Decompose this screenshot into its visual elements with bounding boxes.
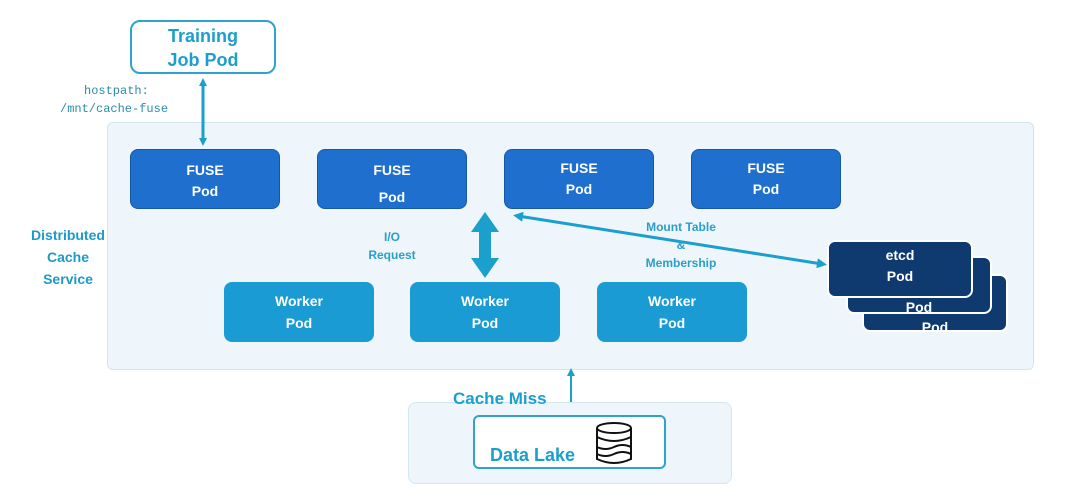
training-label-line-2: Job Pod [167,50,239,70]
fuse-pod-title: FUSE [373,162,411,178]
worker-pod-subtitle: Pod [471,315,499,331]
etcd-pod-title: etcd [885,247,915,263]
fuse-pod-2: FUSE Pod [317,149,467,209]
cache-miss-label: Cache Miss [453,389,547,408]
training-job-pod: Training Job Pod [130,20,276,74]
fuse-pod-1: FUSE Pod [130,149,280,209]
fuse-pod-subtitle: Pod [752,181,780,197]
mount-table-label: Mount Table & Membership [630,218,732,272]
worker-pod-1: Worker Pod [224,282,374,342]
hostpath-label: hostpath: /mnt/cache-fuse [60,82,180,118]
etcd-pod-front: etcd Pod [827,240,973,298]
dcs-label-line-3: Service [43,271,93,287]
worker-pod-subtitle: Pod [285,315,313,331]
fuse-pod-title: FUSE [186,162,224,178]
fuse-pod-subtitle: Pod [191,183,219,199]
worker-pod-title: Worker [275,293,323,309]
mount-table-line-2: & [676,238,686,252]
distributed-cache-service-label: Distributed Cache Service [20,224,116,290]
fuse-pod-title: FUSE [747,160,785,176]
hostpath-line-1: hostpath: [84,84,149,98]
worker-pod-2: Worker Pod [410,282,560,342]
io-request-arrow [471,212,499,278]
io-request-label: I/O Request [356,228,428,264]
fuse-pod-4: FUSE Pod [691,149,841,209]
dcs-label-line-2: Cache [46,249,90,265]
mount-table-line-3: Membership [645,256,717,270]
io-request-line-2: Request [368,248,416,262]
dcs-label-line-1: Distributed [31,227,105,243]
etcd-pod-back-label: Pod [921,319,949,335]
fuse-pod-title: FUSE [560,160,598,176]
database-icon [596,422,632,464]
etcd-pod-subtitle: Pod [886,268,914,284]
io-request-line-1: I/O [383,230,400,244]
data-lake-box [473,415,666,469]
hostpath-line-2: /mnt/cache-fuse [60,102,169,116]
worker-pod-title: Worker [648,293,696,309]
mount-table-line-1: Mount Table [646,220,716,234]
training-label-line-1: Training [167,26,238,46]
data-lake-label: Data Lake [490,445,576,465]
fuse-pod-3: FUSE Pod [504,149,654,209]
fuse-pod-subtitle: Pod [378,189,406,205]
etcd-pod-middle-label: Pod [905,299,933,315]
worker-pod-subtitle: Pod [658,315,686,331]
mount-table-arrow [513,211,827,269]
worker-pod-title: Worker [461,293,509,309]
worker-pod-3: Worker Pod [597,282,747,342]
fuse-pod-subtitle: Pod [565,181,593,197]
